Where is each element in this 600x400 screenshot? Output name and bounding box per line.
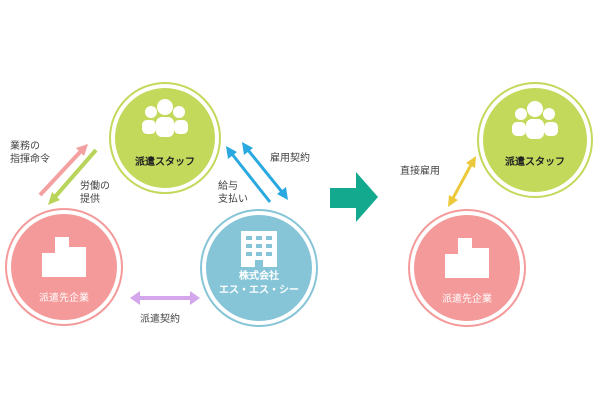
- after-client-label: 派遣先企業: [442, 294, 492, 305]
- after-client-node: [408, 209, 526, 327]
- direct-employment-label: 直接雇用: [400, 166, 440, 177]
- office-building-icon: [241, 231, 277, 267]
- agency-label: 株式会社 エス・エス・シー: [219, 271, 299, 296]
- labor-label: 労働の 提供: [80, 181, 110, 205]
- after-staff-node: [477, 82, 593, 198]
- staff-node: [109, 82, 221, 194]
- employment-label: 雇用契約: [270, 153, 310, 164]
- after-staff-label: 派遣スタッフ: [505, 157, 565, 168]
- dispatch-contract-arrow: [130, 291, 200, 305]
- instruction-arrow: [38, 144, 88, 197]
- instruction-label: 業務の 指揮命令: [10, 141, 50, 165]
- labor-arrow: [48, 148, 98, 205]
- staff-label: 派遣スタッフ: [135, 157, 195, 168]
- dispatch-contract-label: 派遣契約: [140, 314, 180, 325]
- right-arrow-icon: [330, 172, 378, 222]
- client-node: [5, 208, 123, 326]
- agency-node: [200, 209, 318, 327]
- salary-label: 給与 支払い: [218, 181, 248, 205]
- direct-employment-arrow: [448, 156, 476, 207]
- client-label: 派遣先企業: [39, 293, 89, 304]
- salary-arrow: [226, 146, 272, 203]
- employment-arrow: [242, 142, 288, 200]
